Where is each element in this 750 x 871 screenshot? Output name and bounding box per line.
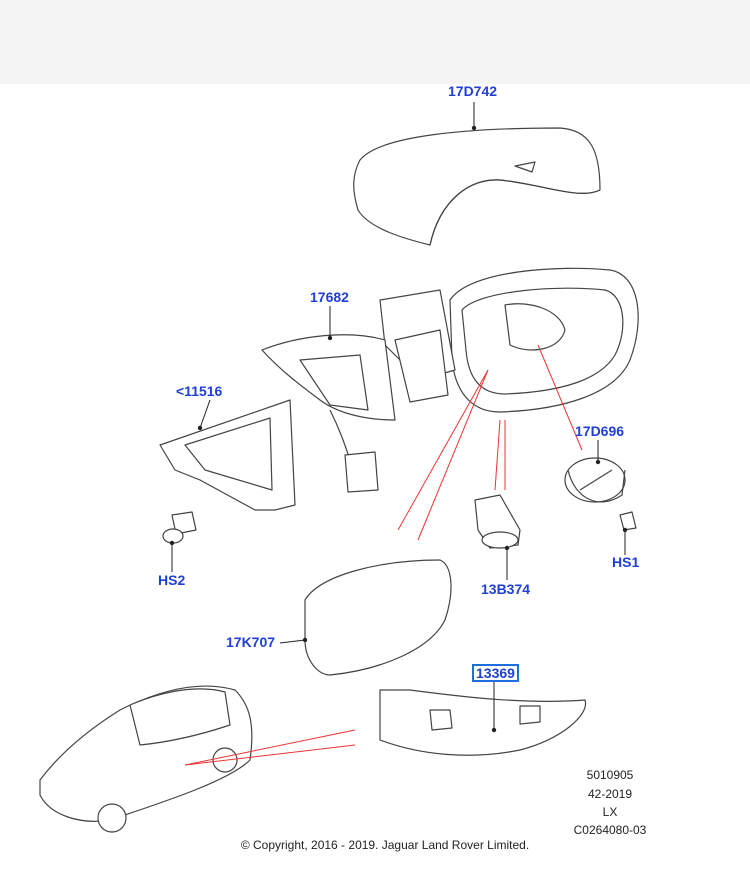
copyright-text: © Copyright, 2016 - 2019. Jaguar Land Ro… <box>240 838 530 852</box>
callout-13B374[interactable]: 13B374 <box>481 581 531 597</box>
mirror-cap-part <box>353 127 601 246</box>
callout-HS2[interactable]: HS2 <box>158 572 186 588</box>
vehicle-silhouette <box>39 685 253 833</box>
callout-17K707[interactable]: 17K707 <box>226 634 276 650</box>
callout-17D696[interactable]: 17D696 <box>575 423 625 439</box>
turn-signal-part <box>379 689 587 756</box>
reference-code-3: LX <box>602 805 618 819</box>
clip-part <box>474 494 521 549</box>
header-band <box>0 0 750 84</box>
screw-hs2-part <box>162 511 197 544</box>
mirror-glass-part <box>304 559 452 676</box>
callout-17682[interactable]: 17682 <box>310 289 349 305</box>
callout-13369-selected[interactable]: 13369 <box>472 664 519 682</box>
reference-code-2: 42-2019 <box>587 787 633 801</box>
motor-part <box>564 457 626 503</box>
mirror-base-part <box>261 334 396 493</box>
screw-hs1-part <box>619 511 637 531</box>
reference-code-1: 5010905 <box>586 768 634 782</box>
callout-17D742[interactable]: 17D742 <box>448 83 498 99</box>
reference-code-4: C0264080-03 <box>573 823 647 837</box>
bracket-part <box>159 399 296 511</box>
mirror-housing-part <box>379 267 639 413</box>
callout-HS1[interactable]: HS1 <box>612 554 640 570</box>
callout-11516[interactable]: <11516 <box>176 383 223 399</box>
